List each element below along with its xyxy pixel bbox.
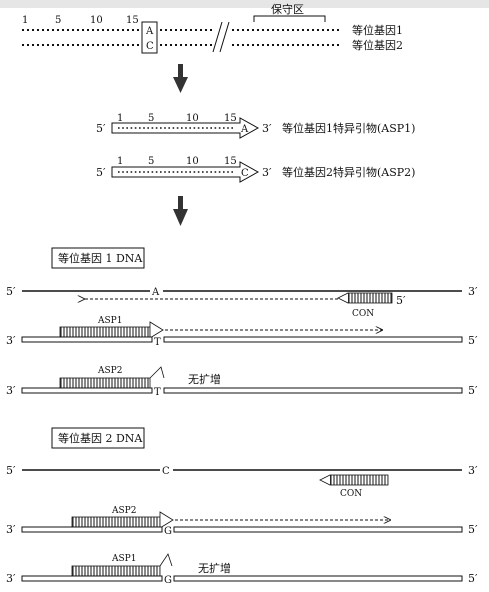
down-arrow-1 (173, 64, 188, 93)
a1-bottom2-end3: 3′ (6, 384, 16, 397)
a2-bottom-end3: 3′ (6, 523, 16, 536)
a2-con-primer-tip (319, 474, 331, 486)
a1-bottom2-strand-right (163, 387, 463, 394)
a2-asp2-primer-tip (159, 511, 174, 529)
a2-bottom-base: G (164, 526, 172, 537)
a2-no-amp-label: 无扩增 (198, 561, 231, 575)
a2-bottom-strand-right (173, 526, 463, 533)
asp2-pos-15: 15 (224, 156, 237, 167)
a1-bottom2-end5: 5′ (468, 384, 478, 397)
a2-asp2-label: ASP2 (111, 506, 136, 516)
asp2-pos-5: 5 (148, 156, 154, 167)
asp2-end3: 3′ (262, 166, 272, 179)
asp2-primer-base: C (241, 168, 249, 179)
allele2-dna-box (51, 427, 145, 449)
a1-no-amp-label: 无扩增 (188, 372, 221, 386)
position-10: 10 (90, 15, 103, 26)
position-15: 15 (126, 15, 139, 26)
a1-asp2-primer-tip-raised (149, 366, 165, 379)
a1-bottom-strand-left (21, 336, 153, 343)
asp1-pos-10: 10 (186, 113, 199, 124)
a2-asp1-label: ASP1 (111, 554, 136, 564)
asp1-end3: 3′ (262, 122, 272, 135)
allele1-label: 等位基因1 (352, 23, 403, 37)
a1-asp1-label: ASP1 (97, 316, 122, 326)
snp-allele2-base: C (146, 41, 154, 52)
a2-top-end5: 5′ (6, 464, 16, 477)
a1-bottom-end3: 3′ (6, 334, 16, 347)
a2-con-label: CON (340, 489, 362, 499)
primer1-label: 等位基因1特异引物(ASP1) (282, 121, 415, 135)
a2-asp1-primer-hatch (71, 565, 161, 577)
a2-bottom-strand-left (21, 526, 163, 533)
asp2-pos-10: 10 (186, 156, 199, 167)
a1-con-primer-tip (337, 292, 349, 304)
allele1-dna-title: 等位基因 1 DNA (58, 251, 143, 265)
a1-con-primer-hatch (347, 292, 393, 304)
a1-con-label: CON (352, 309, 374, 319)
a2-top-end3: 3′ (468, 464, 478, 477)
a1-top-base: A (151, 287, 160, 298)
a1-asp1-primer-hatch (59, 326, 151, 338)
asp2-primer-arrow (111, 161, 260, 183)
break-mark-1 (212, 21, 223, 53)
a1-asp2-primer-hatch (59, 377, 151, 389)
asp1-end5: 5′ (96, 122, 106, 135)
top-bar (0, 0, 489, 8)
down-arrow-2 (173, 196, 188, 226)
a1-bottom-strand-right (163, 336, 463, 343)
position-numbers-top: 1 5 10 15 (22, 15, 139, 26)
a2-asp2-primer-hatch (71, 516, 161, 528)
asp1-pos-15: 15 (224, 113, 237, 124)
a2-con-primer-hatch (329, 474, 389, 486)
snp-allele1-base: A (145, 26, 154, 37)
position-5: 5 (55, 15, 61, 26)
a2-bottom2-end3: 3′ (6, 572, 16, 585)
a1-asp1-primer-tip (149, 321, 164, 339)
snp-box (141, 21, 158, 54)
conserved-region-bracket (253, 15, 326, 22)
position-1: 1 (22, 15, 28, 26)
a2-bottom2-end5: 5′ (468, 572, 478, 585)
asp1-primer-arrow (111, 117, 260, 139)
a2-bottom2-base: G (164, 575, 172, 586)
primer2-label: 等位基因2特异引物(ASP2) (282, 165, 415, 179)
asp1-pos-5: 5 (148, 113, 154, 124)
asp1-primer-base: A (240, 124, 249, 135)
a1-top-end5: 5′ (6, 285, 16, 298)
a2-bottom-end5: 5′ (468, 523, 478, 536)
asp2-pos-1: 1 (117, 156, 123, 167)
a1-bottom-end5: 5′ (468, 334, 478, 347)
break-mark-2 (219, 21, 230, 53)
a1-bottom2-base: T (154, 387, 161, 398)
a2-top-base: C (162, 466, 170, 477)
a1-asp2-label: ASP2 (97, 366, 122, 376)
conserved-region-label: 保守区 (271, 2, 304, 16)
a2-bottom2-strand-left (21, 575, 163, 582)
a1-con-end5: 5′ (396, 294, 406, 307)
allele1-dna-box (51, 247, 145, 269)
a1-bottom2-strand-left (21, 387, 153, 394)
a1-top-end3: 3′ (468, 285, 478, 298)
allele2-label: 等位基因2 (352, 38, 403, 52)
asp1-pos-1: 1 (117, 113, 123, 124)
a2-asp1-primer-tip-raised (159, 553, 173, 567)
a1-bottom-base: T (154, 337, 161, 348)
asp2-end5: 5′ (96, 166, 106, 179)
allele2-dna-title: 等位基因 2 DNA (58, 431, 143, 445)
a2-bottom2-strand-right (173, 575, 463, 582)
